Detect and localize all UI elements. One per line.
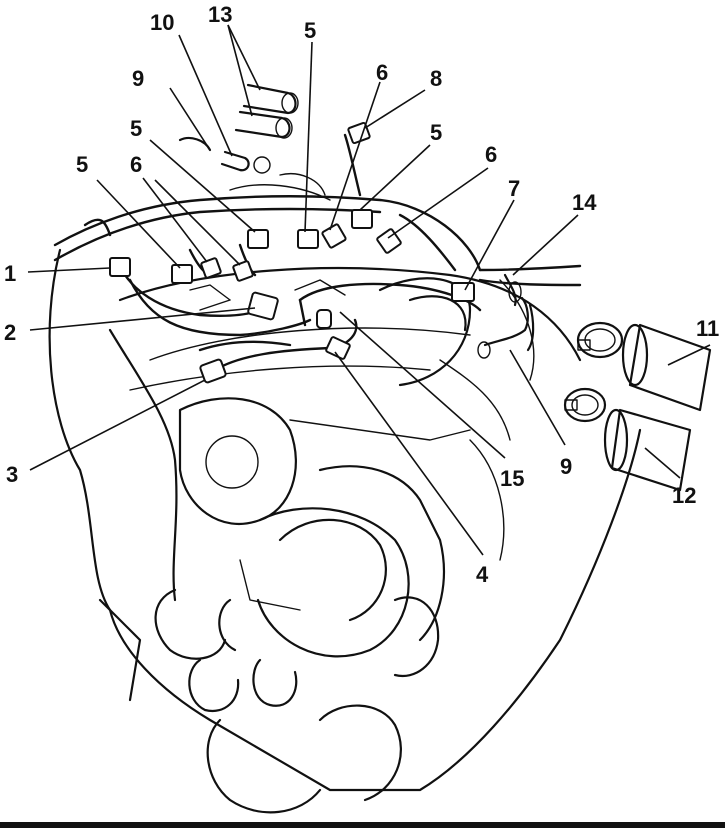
callout-11: 11 (696, 316, 719, 341)
callout-1: 1 (4, 261, 16, 286)
callout-10: 10 (150, 10, 174, 35)
callout-3: 3 (6, 462, 18, 487)
connector-5-center-left (247, 229, 269, 249)
callout-13: 13 (208, 2, 232, 27)
loose-parts (178, 83, 712, 492)
connector-6-left-a (200, 257, 222, 279)
connector-6-left-b (232, 260, 254, 282)
connector-4 (325, 336, 351, 360)
connector-1 (109, 257, 131, 277)
callout-14: 14 (572, 190, 597, 215)
connector-5-left (171, 264, 193, 284)
callout-5-left: 5 (76, 152, 88, 177)
hose-12 (610, 408, 692, 492)
hose-13-lower (234, 110, 291, 139)
connector-15 (316, 309, 332, 329)
hose-11 (628, 323, 712, 412)
callout-2: 2 (4, 320, 16, 345)
hose-9-upper (178, 136, 212, 152)
hose-13-upper (242, 83, 297, 115)
hose-10 (220, 150, 250, 172)
callout-5-right: 5 (430, 120, 442, 145)
callout-9-lower: 9 (560, 454, 572, 479)
callout-4: 4 (476, 562, 489, 587)
connector-5-center (297, 229, 319, 249)
connector-2 (247, 291, 279, 321)
clip-10 (253, 156, 271, 174)
bottom-border (0, 822, 725, 828)
callout-5-center-left: 5 (130, 116, 142, 141)
callout-5-center: 5 (304, 18, 316, 43)
connector-3 (199, 358, 227, 384)
hose-9-lower (483, 296, 529, 347)
callout-12: 12 (672, 483, 696, 508)
connector-8 (347, 121, 371, 145)
connectors (109, 121, 475, 384)
callout-15: 15 (500, 466, 524, 491)
callout-6-left: 6 (130, 152, 142, 177)
connector-6-right (376, 228, 402, 254)
connector-6-center (321, 223, 347, 249)
engine-block (48, 173, 642, 814)
clamp-lower (563, 387, 607, 423)
callout-labels: 1 2 3 4 5 5 5 5 6 6 6 7 8 9 9 10 11 12 1… (4, 2, 719, 587)
callout-8: 8 (430, 66, 442, 91)
callout-9-upper: 9 (132, 66, 144, 91)
callout-6-center: 6 (376, 60, 388, 85)
callout-6-right: 6 (485, 142, 497, 167)
connector-5-right (351, 209, 373, 229)
callout-7: 7 (508, 176, 520, 201)
connector-7 (451, 282, 475, 302)
leader-lines (27, 24, 711, 556)
